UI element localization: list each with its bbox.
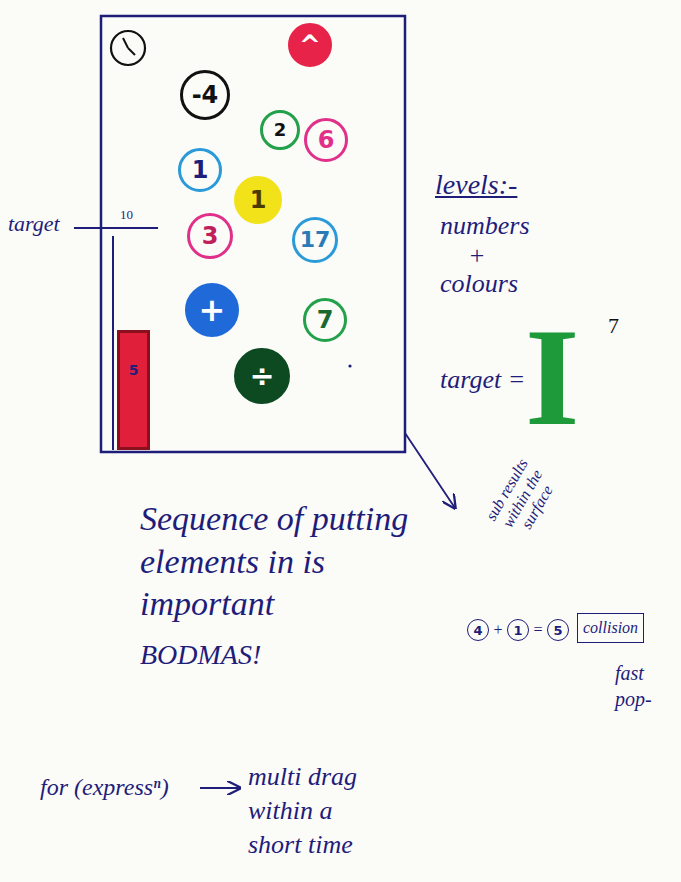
target-exponent: 7: [608, 314, 619, 338]
node-text: 1: [192, 158, 209, 182]
node-text: -4: [192, 83, 219, 107]
ink-dot: [348, 364, 351, 367]
phone-frame: [101, 16, 405, 452]
operator-ball: ÷: [234, 348, 290, 404]
operator-ball: ^: [288, 23, 332, 67]
progress-axis: [74, 228, 158, 450]
note-text: colours: [440, 270, 518, 299]
number-ball: 7: [303, 298, 347, 342]
implies-arrow: [200, 787, 240, 789]
score-bar: 5: [117, 330, 150, 450]
mini-ball: 4: [467, 619, 489, 641]
number-ball: 6: [304, 118, 348, 162]
note-text: multi drag within a short time: [248, 760, 383, 861]
note-text: for (expressⁿ): [40, 774, 169, 800]
main-note: BODMAS!: [140, 640, 261, 671]
note-box: collision: [577, 613, 644, 643]
number-ball: 2: [260, 110, 300, 150]
operator-sign: +: [493, 621, 504, 639]
node-text: collision: [583, 620, 638, 636]
number-ball: 1: [178, 148, 222, 192]
target-value: 10: [120, 208, 133, 222]
node-text: 3: [202, 224, 219, 248]
note-text: target =: [440, 366, 525, 395]
number-ball: 1: [234, 176, 282, 224]
number-ball: 17: [292, 217, 339, 264]
note-text: +: [468, 242, 486, 271]
node-text: 1: [250, 188, 267, 212]
node-text: 1: [513, 624, 522, 637]
node-text: +: [199, 294, 226, 326]
target-glyph: I: [525, 300, 579, 454]
axis-label: target: [8, 212, 60, 236]
node-text: 4: [473, 624, 482, 637]
side-note: sub results within the surface: [478, 448, 566, 547]
operator-sign: =: [533, 621, 544, 639]
number-ball: -4: [180, 70, 230, 120]
clock-icon: [111, 31, 145, 65]
note-text: numbers: [440, 212, 530, 241]
node-text: ^: [299, 32, 321, 58]
node-text: 2: [274, 121, 287, 139]
side-note: fast pop-: [615, 660, 665, 712]
main-note: Sequence of putting elements in is impor…: [140, 498, 440, 626]
node-text: 7: [317, 308, 334, 332]
node-text: 5: [129, 363, 139, 377]
node-text: 6: [318, 128, 335, 152]
mini-ball: 1: [507, 619, 529, 641]
note-heading: levels:-: [435, 170, 517, 201]
node-text: ÷: [249, 361, 274, 391]
pointer-arrow: [405, 433, 455, 508]
mini-ball: 5: [547, 619, 569, 641]
node-text: 17: [300, 229, 331, 251]
operator-ball: +: [185, 283, 239, 337]
number-ball: 3: [187, 213, 233, 259]
node-text: 5: [553, 624, 562, 637]
